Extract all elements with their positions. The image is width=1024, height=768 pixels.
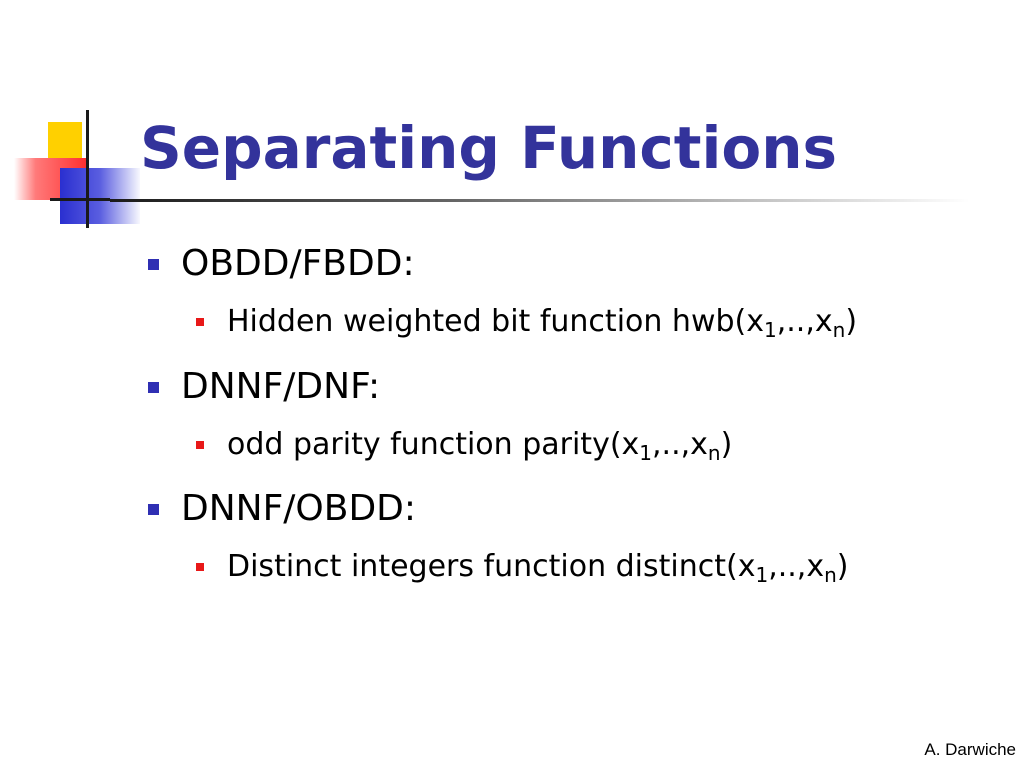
sub-bullet-text-part: ,..,x [776, 304, 833, 339]
sub-bullet-text-part: Hidden weighted bit function hwb(x [227, 304, 764, 339]
bullet-item: OBDD/FBDD: [148, 239, 948, 289]
subscript: n [832, 318, 846, 342]
square-bullet-icon [196, 318, 204, 326]
subscript: n [824, 563, 837, 587]
sub-bullet-text-part: ,..,x [652, 427, 708, 462]
square-bullet-icon [196, 563, 204, 571]
title-underline [110, 199, 970, 202]
subscript: n [707, 441, 721, 465]
author-footer: A. Darwiche [924, 740, 1016, 759]
square-bullet-icon [196, 441, 204, 449]
subscript: 1 [755, 563, 769, 587]
subscript: 1 [763, 318, 777, 342]
bullet-item: DNNF/DNF: [148, 362, 948, 412]
sub-bullet-text: Hidden weighted bit function hwb(x1,..,x… [227, 300, 857, 344]
square-bullet-icon [148, 382, 159, 393]
sub-bullet-text-part: ) [836, 549, 849, 584]
slide-title: Separating Functions [140, 114, 838, 182]
logo-horizontal-line [50, 198, 110, 201]
sub-bullet-text: Distinct integers function distinct(x1,.… [227, 545, 849, 589]
sub-bullet-text-part: odd parity function parity(x [227, 427, 640, 462]
bullet-label: DNNF/OBDD: [181, 488, 417, 529]
sub-bullet-text-part: ) [845, 304, 858, 339]
square-bullet-icon [148, 259, 159, 270]
logo-vertical-line [86, 110, 89, 228]
corner-logo [0, 0, 150, 240]
sub-bullet-text-part: ,..,x [768, 549, 825, 584]
sub-bullet-text: odd parity function parity(x1,..,xn) [227, 423, 732, 467]
subscript: 1 [639, 441, 653, 465]
sub-bullet-text-part: ) [720, 427, 733, 462]
bullet-label: DNNF/DNF: [181, 366, 381, 407]
bullet-label: OBDD/FBDD: [181, 243, 415, 284]
sub-bullet-item: odd parity function parity(x1,..,xn) [196, 423, 996, 467]
sub-bullet-item: Hidden weighted bit function hwb(x1,..,x… [196, 300, 996, 344]
sub-bullet-text-part: Distinct integers function distinct(x [227, 549, 756, 584]
square-bullet-icon [148, 504, 159, 515]
bullet-item: DNNF/OBDD: [148, 484, 948, 534]
logo-blue-square [60, 168, 140, 224]
sub-bullet-item: Distinct integers function distinct(x1,.… [196, 545, 996, 589]
